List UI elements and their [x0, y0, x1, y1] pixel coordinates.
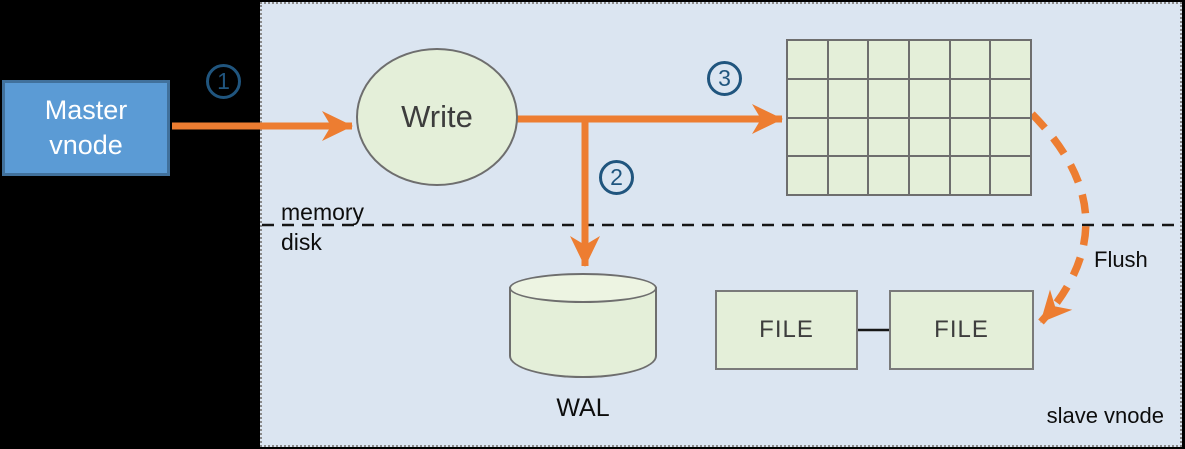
- memtable-cell: [828, 118, 868, 156]
- write-node: Write: [356, 48, 518, 186]
- memtable-cell: [788, 118, 827, 156]
- memtable-cell: [788, 157, 827, 194]
- memtable-cell: [788, 79, 827, 117]
- master-vnode-box: Master vnode: [2, 80, 170, 176]
- memtable-cell: [950, 118, 990, 156]
- memtable-cell: [828, 157, 868, 194]
- memtable-cell: [869, 118, 908, 156]
- file-box-right: FILE: [889, 290, 1034, 370]
- memtable-cell: [950, 41, 990, 78]
- memtable-cell: [910, 41, 949, 78]
- memtable-cell: [910, 157, 949, 194]
- memtable-cell: [991, 41, 1030, 78]
- wal-label: WAL: [556, 394, 610, 422]
- slave-vnode-label: slave vnode: [1046, 403, 1164, 428]
- memtable-cell: [991, 79, 1030, 117]
- memtable-cell: [910, 79, 949, 117]
- flush-label: Flush: [1094, 247, 1148, 272]
- step-1-badge: 1: [206, 64, 241, 99]
- step-3-badge: 3: [707, 61, 742, 96]
- memtable-cell: [950, 79, 990, 117]
- wal-cylinder-top: [509, 273, 657, 303]
- memtable-cell: [991, 157, 1030, 194]
- wal-cylinder-body: [509, 287, 657, 378]
- memtable-cell: [910, 118, 949, 156]
- memtable-cell: [828, 41, 868, 78]
- memtable-cell: [828, 79, 868, 117]
- memtable-cell: [869, 157, 908, 194]
- memtable-grid: [786, 39, 1032, 196]
- memtable-cell: [869, 41, 908, 78]
- disk-label: disk: [281, 229, 322, 255]
- memtable-cell: [788, 41, 827, 78]
- file-box-left: FILE: [715, 290, 858, 370]
- memtable-cell: [991, 118, 1030, 156]
- memtable-cell: [869, 79, 908, 117]
- step-2-badge: 2: [599, 160, 634, 195]
- memory-label: memory: [281, 199, 365, 225]
- memtable-cell: [950, 157, 990, 194]
